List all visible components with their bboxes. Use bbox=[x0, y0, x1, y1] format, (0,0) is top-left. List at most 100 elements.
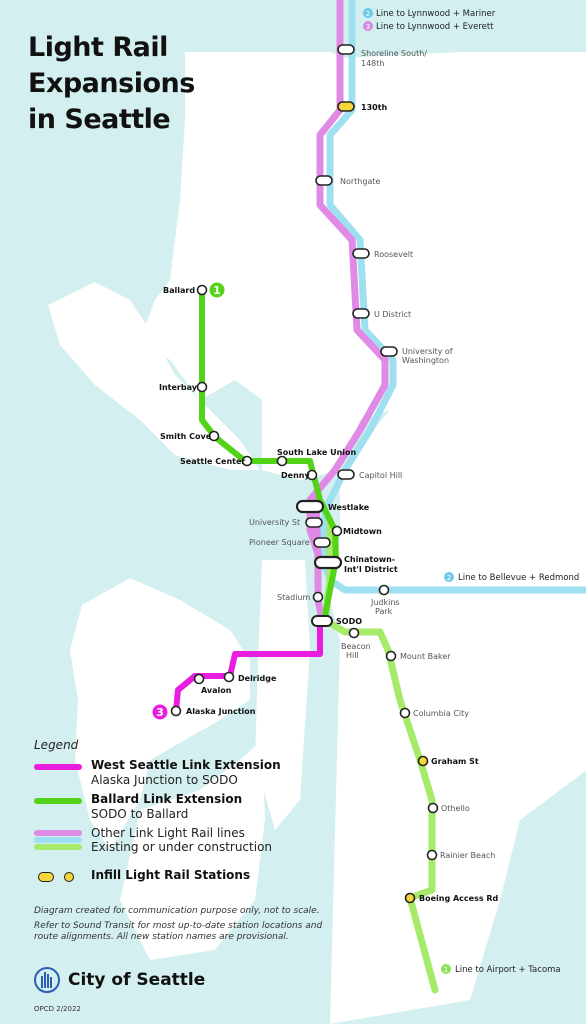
legend-ballard-sub: SODO to Ballard bbox=[91, 807, 189, 821]
title-line-3: in Seattle bbox=[28, 104, 171, 135]
station-beacon-hill bbox=[348, 627, 360, 639]
legend-other-blue-swatch bbox=[34, 837, 82, 843]
line-2-3-core bbox=[312, 496, 326, 624]
legend-heading: Legend bbox=[34, 738, 79, 752]
note-line-2: Refer to Sound Transit for most up-to-da… bbox=[34, 921, 323, 942]
ext-airport-badge-text: 1 bbox=[444, 966, 448, 974]
label-ballard: Ballard bbox=[163, 286, 195, 295]
badge-west-seattle-text: 3 bbox=[156, 706, 164, 719]
label-beacon-hill-1: Beacon bbox=[341, 642, 371, 651]
label-capitol-hill: Capitol Hill bbox=[359, 471, 402, 480]
label-delridge: Delridge bbox=[238, 674, 277, 683]
land-magnolia bbox=[268, 370, 303, 445]
label-smith-cove: Smith Cove bbox=[160, 432, 212, 441]
ext-mariner-badge-text: 2 bbox=[366, 10, 370, 18]
line-badges: 1 3 bbox=[152, 282, 225, 720]
station-judkins-park bbox=[378, 584, 390, 596]
label-othello: Othello bbox=[441, 804, 470, 813]
label-rainier-beach: Rainier Beach bbox=[440, 851, 495, 860]
label-pioneer-square: Pioneer Square bbox=[249, 538, 310, 547]
map-title: Light Rail Expansions in Seattle bbox=[28, 30, 195, 138]
station-alaska-junction bbox=[170, 705, 182, 717]
label-u-district: U District bbox=[374, 310, 411, 319]
ballard-link-extension bbox=[199, 287, 339, 625]
land-duwamish-strip bbox=[255, 560, 310, 830]
legend-infill-pill-icon bbox=[38, 872, 54, 882]
badge-ballard-text: 1 bbox=[213, 284, 221, 297]
legend-infill-label: Infill Light Rail Stations bbox=[91, 868, 251, 882]
city-seal-icon bbox=[34, 967, 60, 993]
station-south-lake-union bbox=[276, 455, 288, 467]
label-boeing-access: Boeing Access Rd bbox=[419, 894, 499, 903]
label-stadium: Stadium bbox=[277, 593, 310, 602]
land-central-east bbox=[330, 410, 586, 1024]
legend-infill: Infill Light Rail Stations bbox=[34, 868, 334, 898]
station-shoreline bbox=[337, 44, 355, 55]
legend-ballard-title: Ballard Link Extension bbox=[91, 792, 243, 806]
disclaimer-notes: Diagram created for communication purpos… bbox=[34, 906, 344, 947]
label-south-lake-union: South Lake Union bbox=[277, 448, 357, 457]
ext-airport-badge bbox=[441, 964, 451, 974]
label-uw-1: University of bbox=[402, 347, 453, 356]
legend: Legend West Seattle Link Extension Alask… bbox=[34, 738, 334, 898]
label-chinatown-2: Int'l District bbox=[344, 565, 398, 574]
legend-west-seattle-sub: Alaska Junction to SODO bbox=[91, 773, 238, 787]
label-chinatown-1: Chinatown- bbox=[344, 555, 395, 564]
station-smith-cove bbox=[208, 430, 220, 442]
station-midtown bbox=[331, 525, 343, 537]
ext-bellevue-label: Line to Bellevue + Redmond bbox=[458, 573, 579, 583]
label-judkins-park-2: Park bbox=[375, 607, 393, 616]
line-1-green bbox=[321, 576, 439, 994]
label-graham-st: Graham St bbox=[431, 757, 479, 766]
ext-mariner-badge bbox=[363, 8, 373, 18]
label-shoreline-1: Shoreline South/ bbox=[361, 49, 427, 58]
ext-everett-label: Line to Lynnwood + Everett bbox=[376, 22, 494, 32]
badge-west-seattle-circle bbox=[152, 704, 168, 720]
station-ballard bbox=[196, 284, 208, 296]
station-delridge bbox=[223, 671, 235, 683]
ext-bellevue-badge-text: 2 bbox=[447, 574, 451, 582]
label-seattle-center: Seattle Center bbox=[180, 457, 245, 466]
station-columbia-city bbox=[399, 707, 411, 719]
title-line-1: Light Rail bbox=[28, 32, 168, 63]
label-roosevelt: Roosevelt bbox=[374, 250, 413, 259]
legend-other-sub: Existing or under construction bbox=[91, 840, 273, 854]
legend-other-pink-swatch bbox=[34, 830, 82, 836]
station-u-district bbox=[352, 308, 370, 319]
ext-everett-badge bbox=[363, 21, 373, 31]
stations bbox=[170, 44, 439, 904]
station-westlake bbox=[295, 499, 325, 514]
title-line-2: Expansions bbox=[28, 68, 195, 99]
legend-ballard-swatch bbox=[34, 798, 82, 804]
station-rainier-beach bbox=[426, 849, 438, 861]
legend-other-green-swatch bbox=[34, 844, 82, 850]
label-uw-2: Washington bbox=[402, 356, 449, 365]
station-sodo bbox=[311, 615, 333, 627]
label-130th: 130th bbox=[361, 103, 388, 112]
label-mount-baker: Mount Baker bbox=[400, 652, 451, 661]
legend-other-lines: Other Link Light Rail lines Existing or … bbox=[34, 826, 334, 864]
station-pioneer-square bbox=[313, 537, 331, 548]
note-line-1: Diagram created for communication purpos… bbox=[34, 906, 320, 916]
station-boeing-access bbox=[404, 892, 416, 904]
land-south bbox=[120, 740, 265, 960]
badge-ballard-circle bbox=[209, 282, 225, 298]
label-sodo: SODO bbox=[336, 617, 362, 626]
station-mount-baker bbox=[385, 650, 397, 662]
label-midtown: Midtown bbox=[343, 527, 382, 536]
label-columbia-city: Columbia City bbox=[413, 709, 469, 718]
station-130th bbox=[337, 101, 355, 112]
ext-airport-label: Line to Airport + Tacoma bbox=[455, 965, 561, 975]
label-northgate: Northgate bbox=[340, 177, 380, 186]
label-university-st: University St bbox=[249, 518, 300, 527]
ext-mariner-label: Line to Lynnwood + Mariner bbox=[376, 9, 496, 19]
station-labels: Shoreline South/ 148th 130th Northgate R… bbox=[159, 49, 499, 903]
legend-other-title: Other Link Light Rail lines bbox=[91, 826, 245, 840]
legend-infill-dot-icon bbox=[64, 872, 74, 882]
label-interbay: Interbay bbox=[159, 383, 198, 392]
station-othello bbox=[427, 802, 439, 814]
station-denny bbox=[306, 469, 318, 481]
legend-west-seattle-swatch bbox=[34, 764, 82, 770]
station-university-st bbox=[305, 517, 323, 528]
